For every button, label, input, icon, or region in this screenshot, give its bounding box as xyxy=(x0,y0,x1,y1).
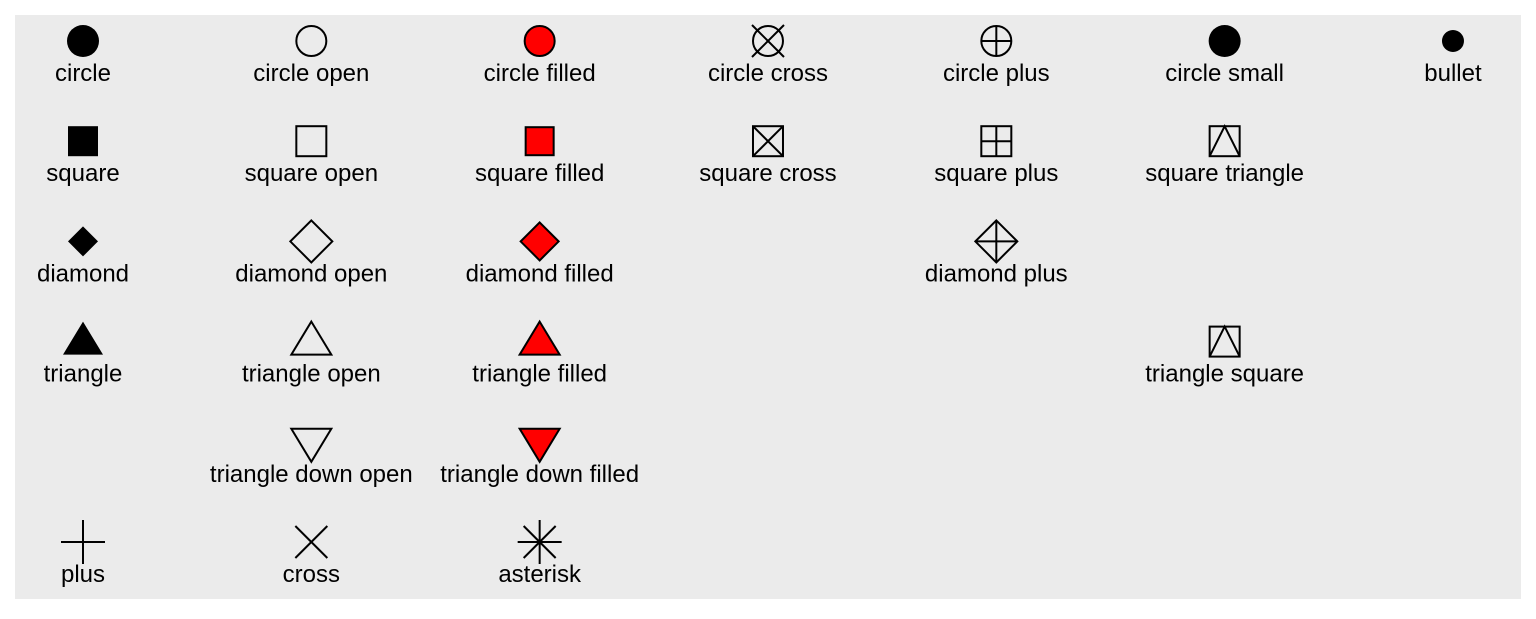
point-label-square: square xyxy=(46,160,119,187)
point-label-bullet: bullet xyxy=(1424,60,1482,87)
marks-layer: circle circle open circle filled circle cro… xyxy=(37,24,1482,588)
point-circle xyxy=(67,25,99,57)
marker-diamond-icon-part xyxy=(68,226,98,257)
point-label-square-open: square open xyxy=(245,160,378,187)
point-label-square-filled: square filled xyxy=(475,160,604,187)
marker-circle-cross-icon-part xyxy=(751,24,785,58)
point-label-circle-filled: circle filled xyxy=(484,60,596,87)
marker-circle-small-icon-part xyxy=(1208,25,1241,57)
marker-circle-icon-part xyxy=(67,25,99,57)
point-square xyxy=(68,126,98,157)
point-plus xyxy=(61,520,105,564)
point-label-triangle-open: triangle open xyxy=(242,361,381,388)
point-label-circle: circle xyxy=(55,60,111,87)
point-circle-small xyxy=(1208,25,1241,57)
point-label-plus: plus xyxy=(61,561,105,588)
plot-panel xyxy=(15,15,1521,599)
marker-square-filled-icon-part xyxy=(524,126,555,157)
marker-diamond-open-icon-part xyxy=(288,218,334,264)
point-label-circle-cross: circle cross xyxy=(708,60,828,87)
marker-cross-icon-part xyxy=(294,525,329,559)
point-circle-plus xyxy=(980,25,1013,57)
point-label-square-cross: square cross xyxy=(699,160,836,187)
point-square-filled xyxy=(524,126,555,157)
marker-triangle-open-icon-part xyxy=(289,319,334,356)
point-label-triangle-down-open: triangle down open xyxy=(210,461,413,488)
marker-square-open-icon-part xyxy=(295,125,328,158)
point-asterisk xyxy=(517,520,562,564)
point-bullet xyxy=(1441,30,1464,52)
point-diamond-filled xyxy=(519,220,561,262)
marker-square-cross-icon-part xyxy=(752,125,784,157)
point-square-triangle xyxy=(1208,123,1241,158)
point-circle-filled xyxy=(523,25,556,57)
marker-triangle-filled-icon-part xyxy=(517,319,562,356)
marker-circle-filled-icon-part xyxy=(523,25,556,57)
point-label-diamond-plus: diamond plus xyxy=(925,260,1068,287)
marker-square-cross-icon-part xyxy=(751,125,784,158)
point-label-circle-small: circle small xyxy=(1165,60,1284,87)
marker-circle-cross-icon-part xyxy=(751,25,784,57)
marker-circle-open-icon-part xyxy=(295,25,328,57)
point-circle-open xyxy=(295,25,328,57)
point-circle-cross xyxy=(751,24,785,58)
marker-square-triangle-icon-part xyxy=(1208,123,1241,157)
point-label-cross: cross xyxy=(283,561,340,588)
point-triangle-square xyxy=(1208,324,1241,358)
point-triangle-open xyxy=(289,319,334,356)
marker-triangle-down-filled-icon-part xyxy=(517,427,562,464)
point-label-triangle-down-filled: triangle down filled xyxy=(440,461,639,488)
point-square-cross xyxy=(751,125,784,158)
point-label-triangle: triangle xyxy=(44,361,123,388)
point-diamond-open xyxy=(288,218,334,264)
point-label-square-plus: square plus xyxy=(934,160,1058,187)
point-cross xyxy=(294,525,329,559)
point-label-diamond-open: diamond open xyxy=(235,260,387,287)
point-label-diamond: diamond xyxy=(37,260,129,287)
point-diamond xyxy=(68,226,98,257)
point-label-square-triangle: square triangle xyxy=(1145,160,1304,187)
point-label-circle-open: circle open xyxy=(253,60,369,87)
point-square-plus xyxy=(980,125,1013,158)
marker-square-icon-part xyxy=(68,126,98,157)
marker-triangle-icon-part xyxy=(63,321,103,355)
marker-diamond-filled-icon-part xyxy=(519,220,561,262)
point-diamond-plus xyxy=(973,218,1019,264)
point-label-asterisk: asterisk xyxy=(498,561,582,588)
marker-asterisk-icon-part xyxy=(522,525,557,559)
point-triangle-filled xyxy=(517,319,562,356)
marker-triangle-square-icon-part xyxy=(1208,324,1241,358)
marker-bullet-icon-part xyxy=(1441,30,1464,52)
point-square-open xyxy=(295,125,328,158)
point-label-triangle-filled: triangle filled xyxy=(472,361,607,388)
point-label-triangle-square: triangle square xyxy=(1145,361,1304,388)
point-triangle xyxy=(63,321,103,355)
point-triangle-down-open xyxy=(289,427,334,464)
point-label-diamond-filled: diamond filled xyxy=(466,260,614,287)
point-triangle-down-filled xyxy=(517,427,562,464)
point-label-circle-plus: circle plus xyxy=(943,60,1050,87)
marker-triangle-down-open-icon-part xyxy=(289,427,334,464)
